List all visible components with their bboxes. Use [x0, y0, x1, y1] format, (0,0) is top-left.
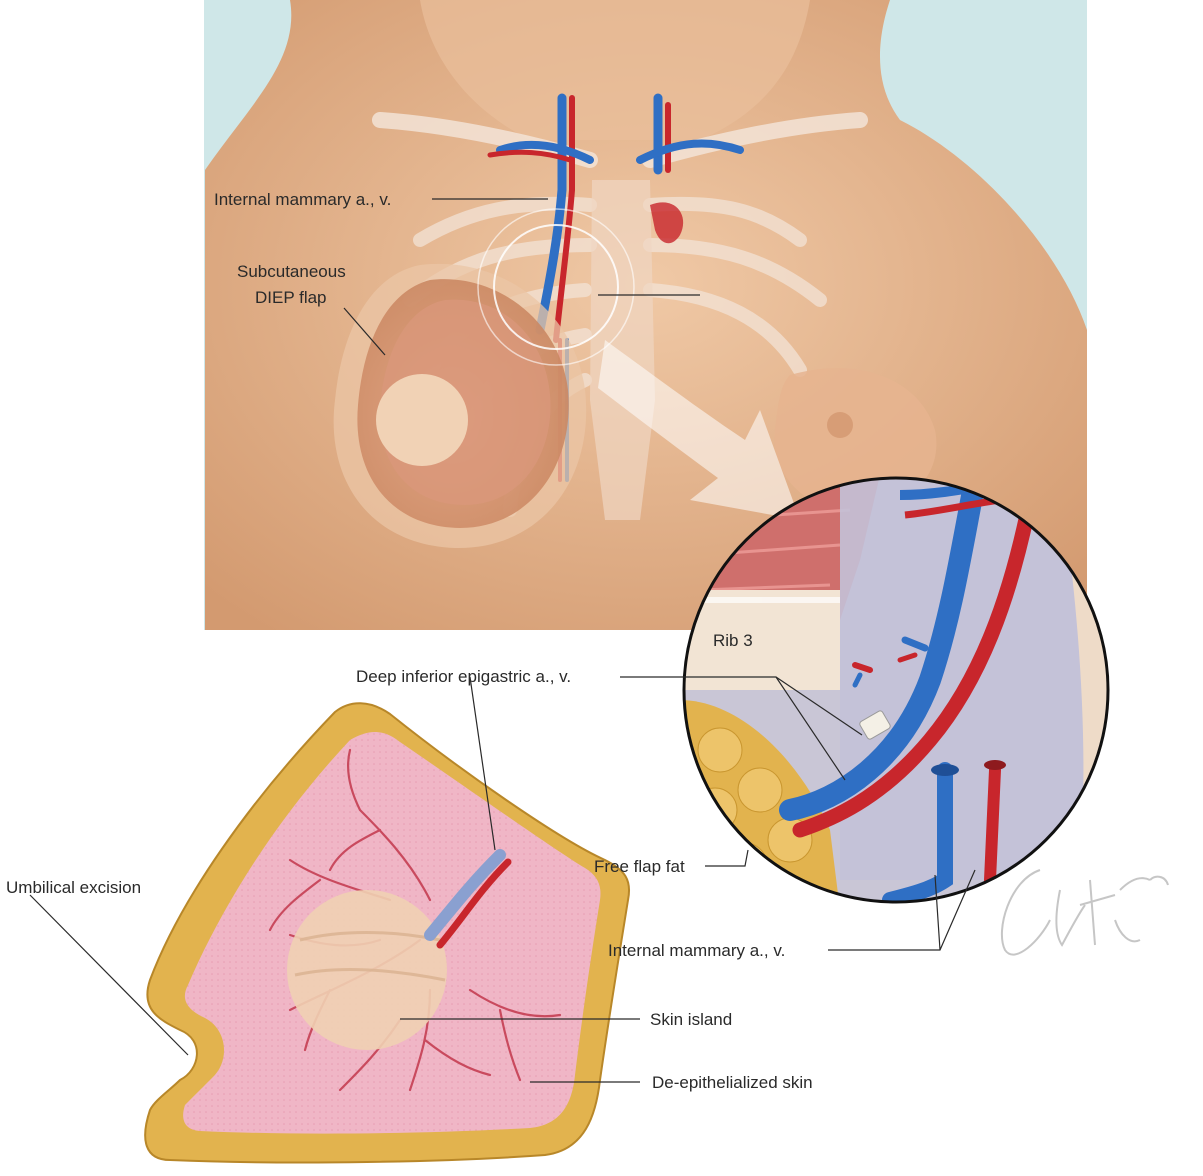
label-subcutaneous-line2: DIEP flap: [255, 288, 327, 307]
label-skin-island: Skin island: [650, 1010, 732, 1029]
label-rib3: Rib 3: [713, 631, 753, 650]
label-deep-inferior: Deep inferior epigastric a., v.: [356, 667, 571, 686]
label-internal-mammary-top: Internal mammary a., v.: [214, 190, 391, 209]
flap-skin-island: [376, 374, 468, 466]
label-internal-mammary-bottom: Internal mammary a., v.: [608, 941, 785, 960]
label-de-epithelialized: De-epithelialized skin: [652, 1073, 813, 1092]
label-subcutaneous-line1: Subcutaneous: [237, 262, 346, 281]
sternum: [590, 180, 655, 520]
label-free-flap-fat: Free flap fat: [594, 857, 685, 876]
artist-signature: [1002, 870, 1168, 955]
flap-diagram: [145, 703, 629, 1162]
label-umbilical-excision: Umbilical excision: [6, 878, 141, 897]
nipple: [827, 412, 853, 438]
leader-free-flap-fat: [705, 850, 748, 866]
